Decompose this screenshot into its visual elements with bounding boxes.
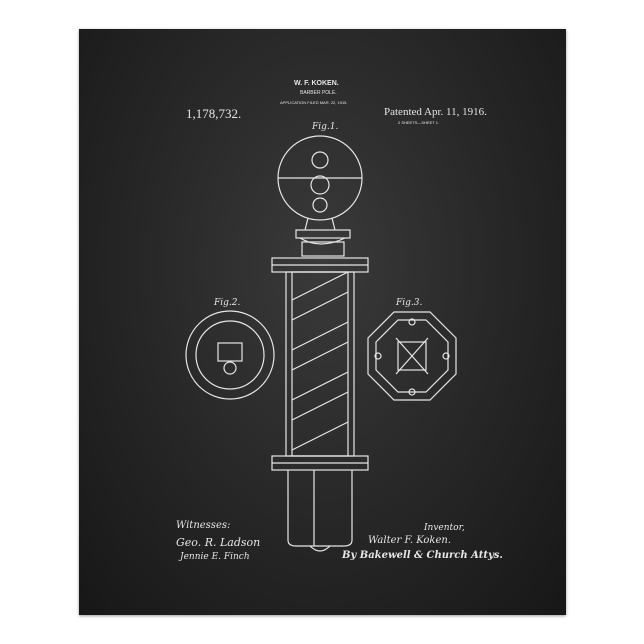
witness-signature-1: Geo. R. Ladson [176,536,260,549]
bottom-collar [272,456,368,470]
fig1-label: Fig.1. [312,122,338,132]
fig2-label: Fig.2. [214,298,240,308]
title-header: BARBER POLE. [300,90,337,96]
fig3-label: Fig.3. [396,298,422,308]
fig3-octagon-section [368,312,456,400]
fig2-cross-section [186,311,274,399]
lower-cylinder [288,470,352,551]
witnesses-label: Witnesses: [176,520,230,531]
top-collar [272,258,368,272]
inventor-label: Inventor, [424,523,465,533]
application-date: APPLICATION FILED MAR. 22, 1915. [280,100,348,105]
inventor-signature: Walter F. Koken. [368,535,451,546]
glass-tube [286,272,354,456]
cap [296,230,350,256]
witness-signature-2: Jennie E. Finch [180,552,250,562]
globe [278,136,362,230]
inventor-header: W. F. KOKEN. [294,80,339,87]
patented-date: Patented Apr. 11, 1916. [384,106,487,118]
patent-number: 1,178,732. [186,106,241,122]
attorneys-signature: By Bakewell & Church Attys. [342,550,503,561]
sheets-label: 2 SHEETS—SHEET 1. [398,120,439,125]
